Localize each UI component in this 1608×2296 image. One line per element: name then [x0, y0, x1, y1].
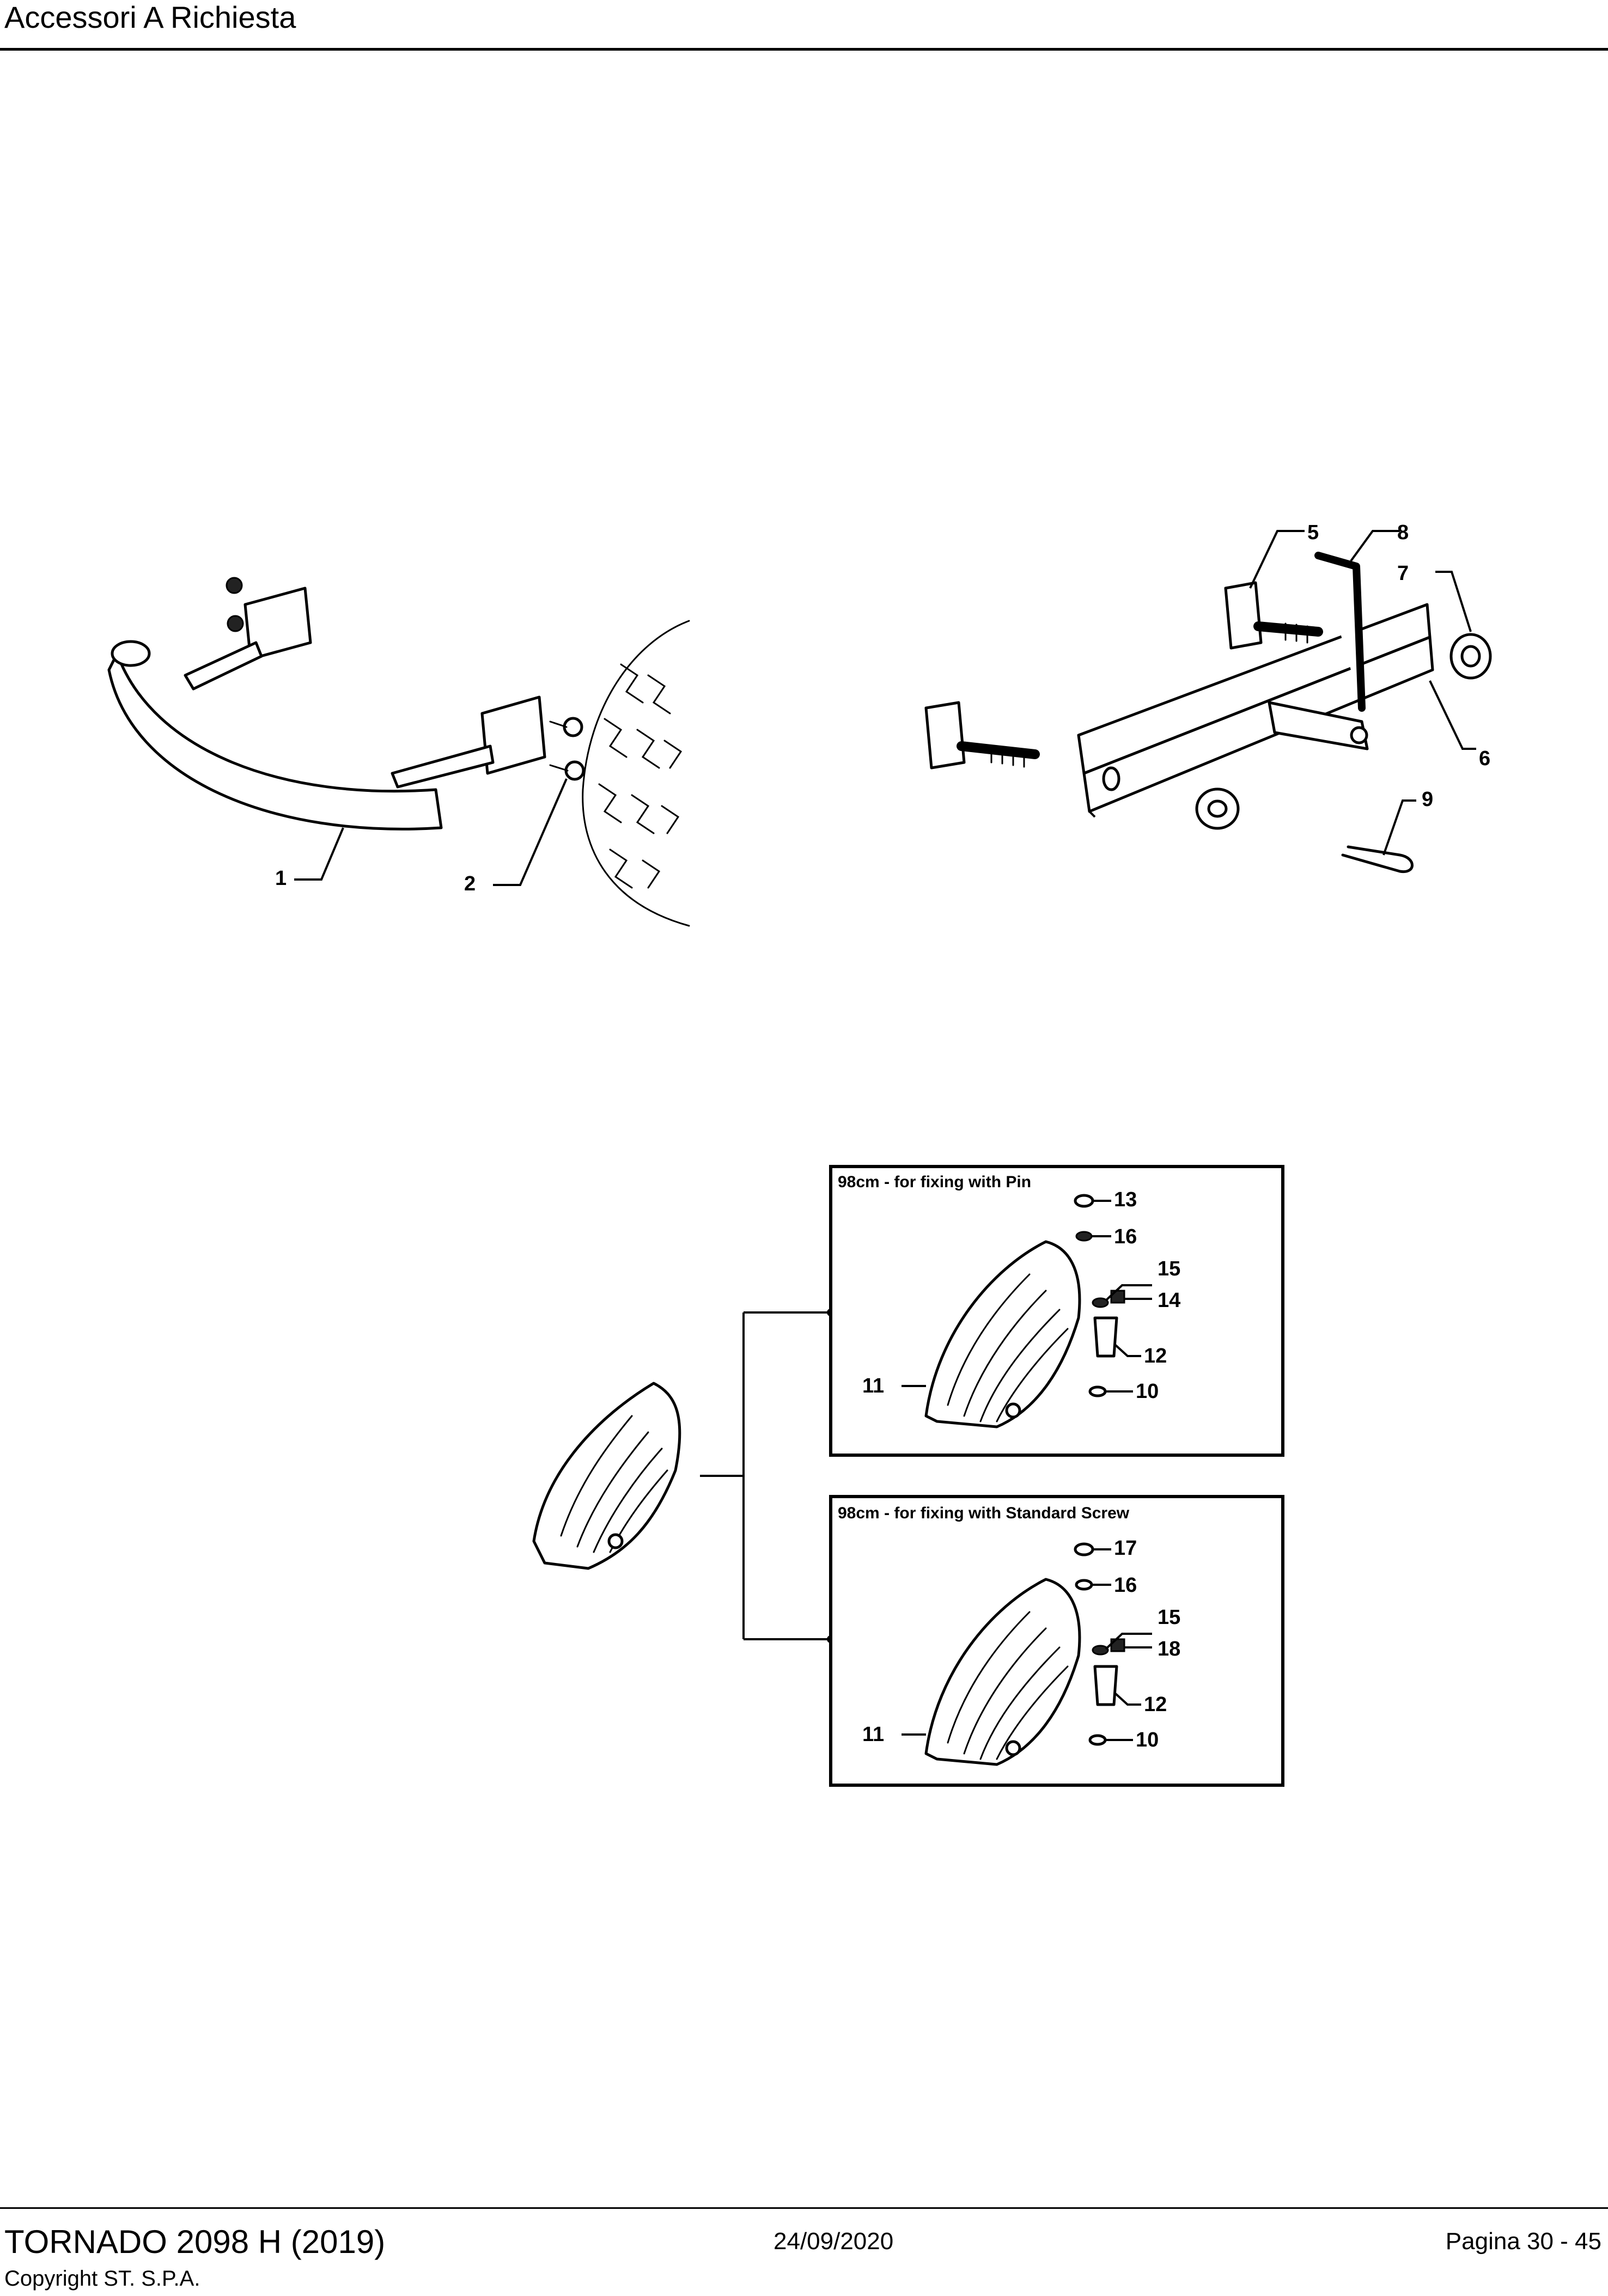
- nut-icon: [1195, 633, 1492, 830]
- callout-1: 1: [275, 867, 287, 890]
- callout-8: 8: [1397, 521, 1409, 544]
- callout-7: 7: [1397, 562, 1409, 585]
- callout-18: 18: [1158, 1638, 1180, 1660]
- bolt-icon: [226, 577, 585, 781]
- header-rule: [0, 48, 1608, 51]
- connector-lines: [700, 1311, 831, 1640]
- callout-16-b: 16: [1114, 1574, 1137, 1597]
- hitch-pin: [1314, 552, 1366, 712]
- tyre-tread: [598, 663, 683, 889]
- copyright-text: Copyright ST. S.P.A.: [4, 2267, 200, 2291]
- callout-5: 5: [1307, 521, 1319, 544]
- page-number: Pagina 30 - 45: [1445, 2228, 1601, 2255]
- tyre-outline: [582, 620, 690, 927]
- bumper-tube-end: [111, 640, 151, 667]
- callout-11-a: 11: [862, 1375, 884, 1397]
- page-title: Accessori A Richiesta: [4, 0, 296, 34]
- model-name: TORNADO 2098 H (2019): [4, 2224, 386, 2260]
- callout-13: 13: [1114, 1188, 1137, 1211]
- hitch-beam-hole: [1102, 766, 1120, 791]
- callout-10-b: 10: [1136, 1729, 1159, 1751]
- box-fixing-screw: 98cm - for fixing with Standard Screw 17…: [829, 1495, 1284, 1787]
- fastener-icon: [1074, 1542, 1125, 1746]
- callout-12-b: 12: [1144, 1693, 1167, 1716]
- callout-15-a: 15: [1158, 1257, 1180, 1280]
- callout-2: 2: [464, 872, 476, 895]
- callout-6: 6: [1479, 747, 1490, 770]
- hitch-tongue: [1268, 701, 1369, 750]
- u-bolt-right: [1224, 581, 1263, 650]
- print-date: 24/09/2020: [773, 2228, 894, 2255]
- callout-9: 9: [1422, 788, 1433, 811]
- footer-rule: [0, 2207, 1608, 2209]
- callout-17: 17: [1114, 1537, 1137, 1560]
- deflector-overview: [532, 1382, 681, 1570]
- bumper-arm-right: [391, 744, 495, 789]
- deflector-b: [924, 1578, 1081, 1766]
- bumper-bracket-left: [243, 587, 312, 661]
- deflector-a: [924, 1240, 1081, 1428]
- callout-15-b: 15: [1158, 1606, 1180, 1629]
- callout-16-a: 16: [1114, 1225, 1137, 1248]
- fastener-icon: [1074, 1194, 1125, 1397]
- u-bolt-left: [924, 701, 966, 770]
- callout-12-a: 12: [1144, 1345, 1167, 1367]
- callout-10-a: 10: [1136, 1380, 1159, 1403]
- hitch-clip: [1341, 845, 1414, 874]
- callout-11-b: 11: [862, 1723, 884, 1746]
- deflector-standalone: [532, 1382, 681, 1570]
- bumper-tube: [107, 652, 443, 831]
- tow-hitch-assembly: 5 8 7 6 9: [924, 521, 1492, 874]
- box-a-title: 98cm - for fixing with Pin: [838, 1173, 1031, 1191]
- bumper-assembly: 1 2: [107, 577, 690, 927]
- bumper-arm-left: [184, 641, 263, 691]
- callout-14: 14: [1158, 1289, 1180, 1312]
- box-b-title: 98cm - for fixing with Standard Screw: [838, 1504, 1130, 1522]
- box-fixing-pin: 98cm - for fixing with Pin 13 16 15 14 1…: [829, 1165, 1284, 1457]
